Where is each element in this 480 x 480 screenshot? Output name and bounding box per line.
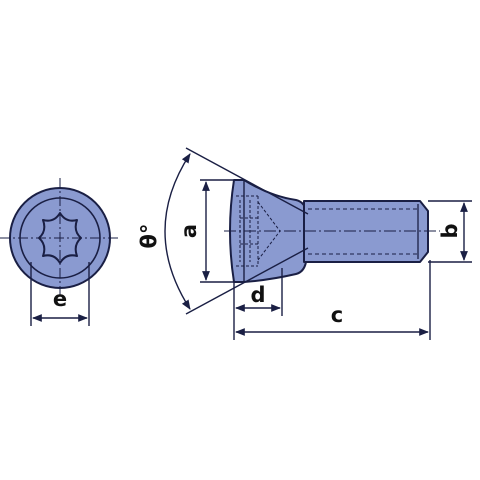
dimension-b: b — [428, 200, 472, 263]
dimension-e: e — [30, 262, 90, 326]
dimension-d: d — [233, 268, 283, 340]
label-theta: θ° — [137, 224, 161, 249]
label-a: a — [177, 224, 201, 238]
label-c: c — [331, 303, 343, 327]
end-view — [0, 178, 120, 298]
dimension-a: a — [177, 179, 236, 283]
dimension-c: c — [235, 260, 431, 340]
label-d: d — [250, 283, 265, 307]
side-view — [224, 179, 440, 283]
label-e: e — [53, 287, 67, 311]
label-b: b — [438, 223, 462, 238]
dimension-theta: θ° — [137, 147, 309, 315]
